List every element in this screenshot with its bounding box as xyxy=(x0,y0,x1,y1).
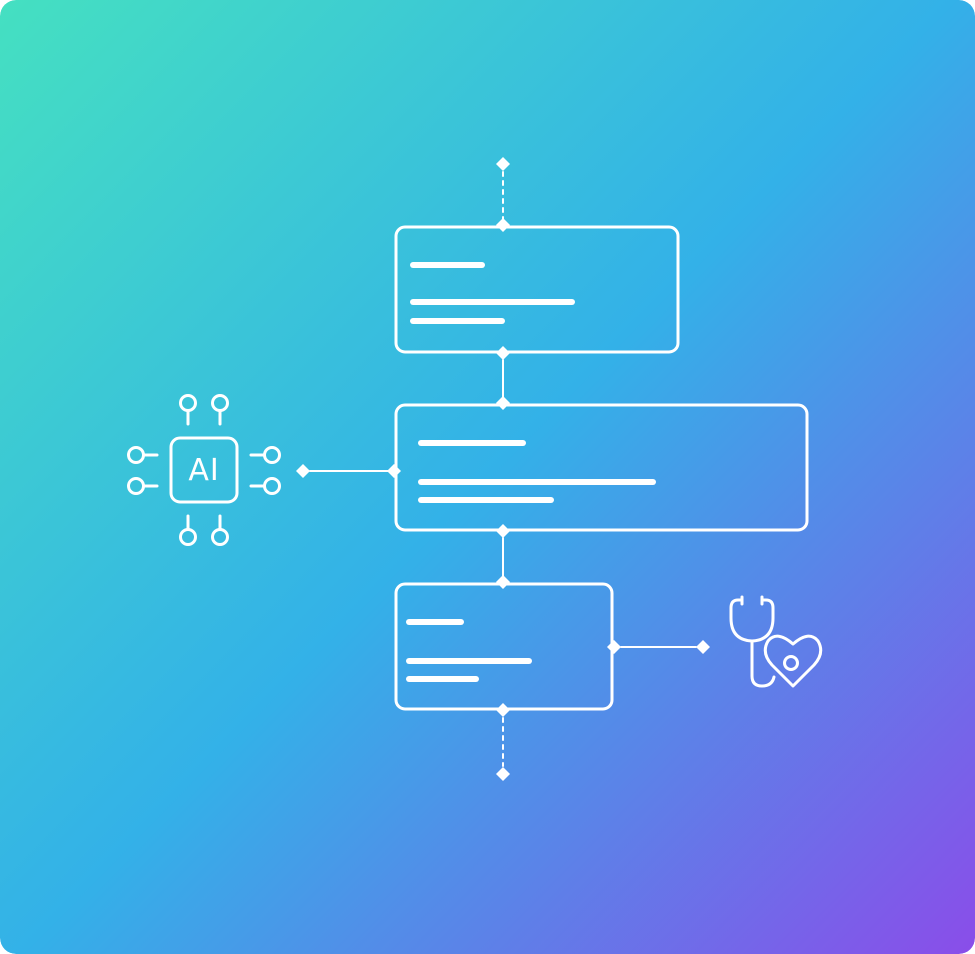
diamond-marker xyxy=(696,640,710,654)
diamond-marker xyxy=(496,767,510,781)
diamond-marker xyxy=(296,464,310,478)
diamond-marker xyxy=(496,575,510,589)
diamond-marker xyxy=(496,524,510,538)
connector-ai-middle xyxy=(296,464,389,478)
diamond-marker xyxy=(496,396,510,410)
flow-box-bottom xyxy=(394,575,621,717)
diamond-marker xyxy=(496,218,510,232)
diamond-marker xyxy=(496,157,510,171)
ai-chip-label: AI xyxy=(188,452,220,488)
diamond-marker xyxy=(496,346,510,360)
ai-chip-icon xyxy=(127,394,281,546)
diamond-marker xyxy=(387,464,401,478)
flow-box-middle xyxy=(387,396,809,538)
connector-bottom-health xyxy=(620,640,710,654)
flow-box-top xyxy=(394,218,680,360)
connector-bottom-dashed xyxy=(496,717,510,781)
stethoscope-heart-icon xyxy=(729,595,823,688)
connector-top-dashed xyxy=(496,157,510,221)
diamond-marker xyxy=(607,640,621,654)
diamond-marker xyxy=(496,703,510,717)
